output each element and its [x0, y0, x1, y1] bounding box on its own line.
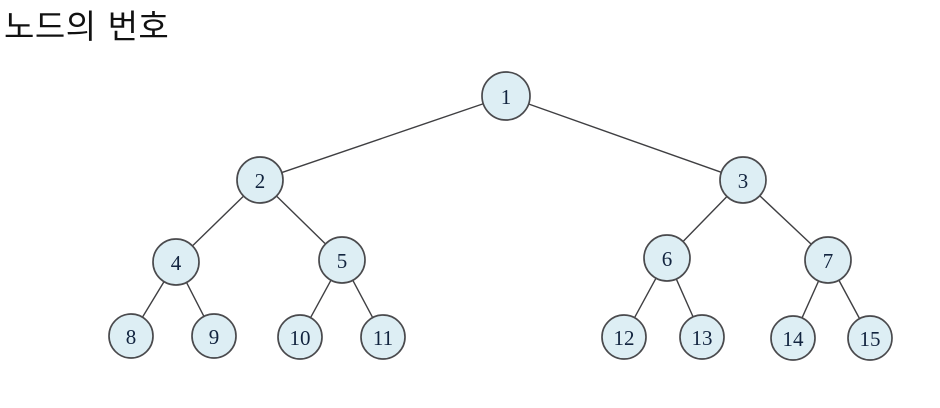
tree-node-8[interactable]: 8: [108, 313, 154, 359]
tree-node-circle-7: [804, 236, 852, 284]
tree-edge-1-3: [528, 103, 722, 173]
tree-node-label-14: 14: [783, 327, 805, 351]
tree-node-circle-2: [236, 156, 284, 204]
tree-node-9[interactable]: 9: [191, 313, 237, 359]
tree-node-6[interactable]: 6: [643, 234, 691, 282]
tree-node-circle-1: [481, 71, 531, 121]
tree-node-circle-15: [847, 315, 893, 361]
tree-edge-1-2: [281, 103, 484, 174]
tree-edge-5-11: [352, 279, 374, 318]
tree-edge-2-5: [275, 195, 327, 245]
tree-node-label-4: 4: [171, 251, 182, 275]
tree-node-label-13: 13: [692, 326, 713, 350]
tree-node-label-7: 7: [823, 249, 834, 273]
tree-edge-4-9: [185, 282, 205, 317]
tree-node-circle-11: [360, 314, 406, 360]
tree-edge-6-12: [633, 277, 657, 319]
tree-edge-6-13: [675, 278, 694, 318]
tree-edges: [141, 103, 861, 319]
tree-node-label-5: 5: [337, 249, 348, 273]
tree-node-label-12: 12: [614, 326, 635, 350]
tree-node-label-11: 11: [373, 326, 393, 350]
tree-node-13[interactable]: 13: [679, 314, 725, 360]
tree-node-label-8: 8: [126, 325, 137, 349]
tree-node-5[interactable]: 5: [318, 236, 366, 284]
tree-node-label-15: 15: [860, 327, 881, 351]
tree-node-11[interactable]: 11: [360, 314, 406, 360]
tree-edge-3-6: [682, 195, 728, 243]
tree-node-14[interactable]: 14: [770, 315, 816, 361]
tree-node-7[interactable]: 7: [804, 236, 852, 284]
tree-node-label-1: 1: [501, 85, 512, 109]
tree-node-circle-12: [601, 314, 647, 360]
tree-node-3[interactable]: 3: [719, 156, 767, 204]
tree-node-label-10: 10: [290, 326, 311, 350]
tree-node-circle-8: [108, 313, 154, 359]
tree-node-circle-13: [679, 314, 725, 360]
tree-node-label-2: 2: [255, 169, 266, 193]
tree-edge-3-7: [759, 195, 812, 245]
tree-node-15[interactable]: 15: [847, 315, 893, 361]
tree-node-circle-10: [277, 314, 323, 360]
tree-node-circle-4: [152, 238, 200, 286]
tree-node-1[interactable]: 1: [481, 71, 531, 121]
tree-node-circle-14: [770, 315, 816, 361]
tree-node-12[interactable]: 12: [601, 314, 647, 360]
tree-edge-7-15: [838, 279, 861, 319]
tree-edge-4-8: [141, 281, 165, 318]
tree-node-circle-9: [191, 313, 237, 359]
tree-node-circle-5: [318, 236, 366, 284]
tree-node-label-6: 6: [662, 247, 673, 271]
tree-node-label-9: 9: [209, 325, 220, 349]
tree-edge-7-14: [801, 280, 820, 319]
tree-node-2[interactable]: 2: [236, 156, 284, 204]
tree-node-circle-6: [643, 234, 691, 282]
page-title: 노드의 번호: [4, 7, 170, 46]
tree-node-10[interactable]: 10: [277, 314, 323, 360]
tree-node-label-3: 3: [738, 169, 749, 193]
tree-edge-5-10: [309, 279, 332, 319]
tree-node-4[interactable]: 4: [152, 238, 200, 286]
tree-node-circle-3: [719, 156, 767, 204]
tree-edge-2-4: [191, 195, 245, 247]
